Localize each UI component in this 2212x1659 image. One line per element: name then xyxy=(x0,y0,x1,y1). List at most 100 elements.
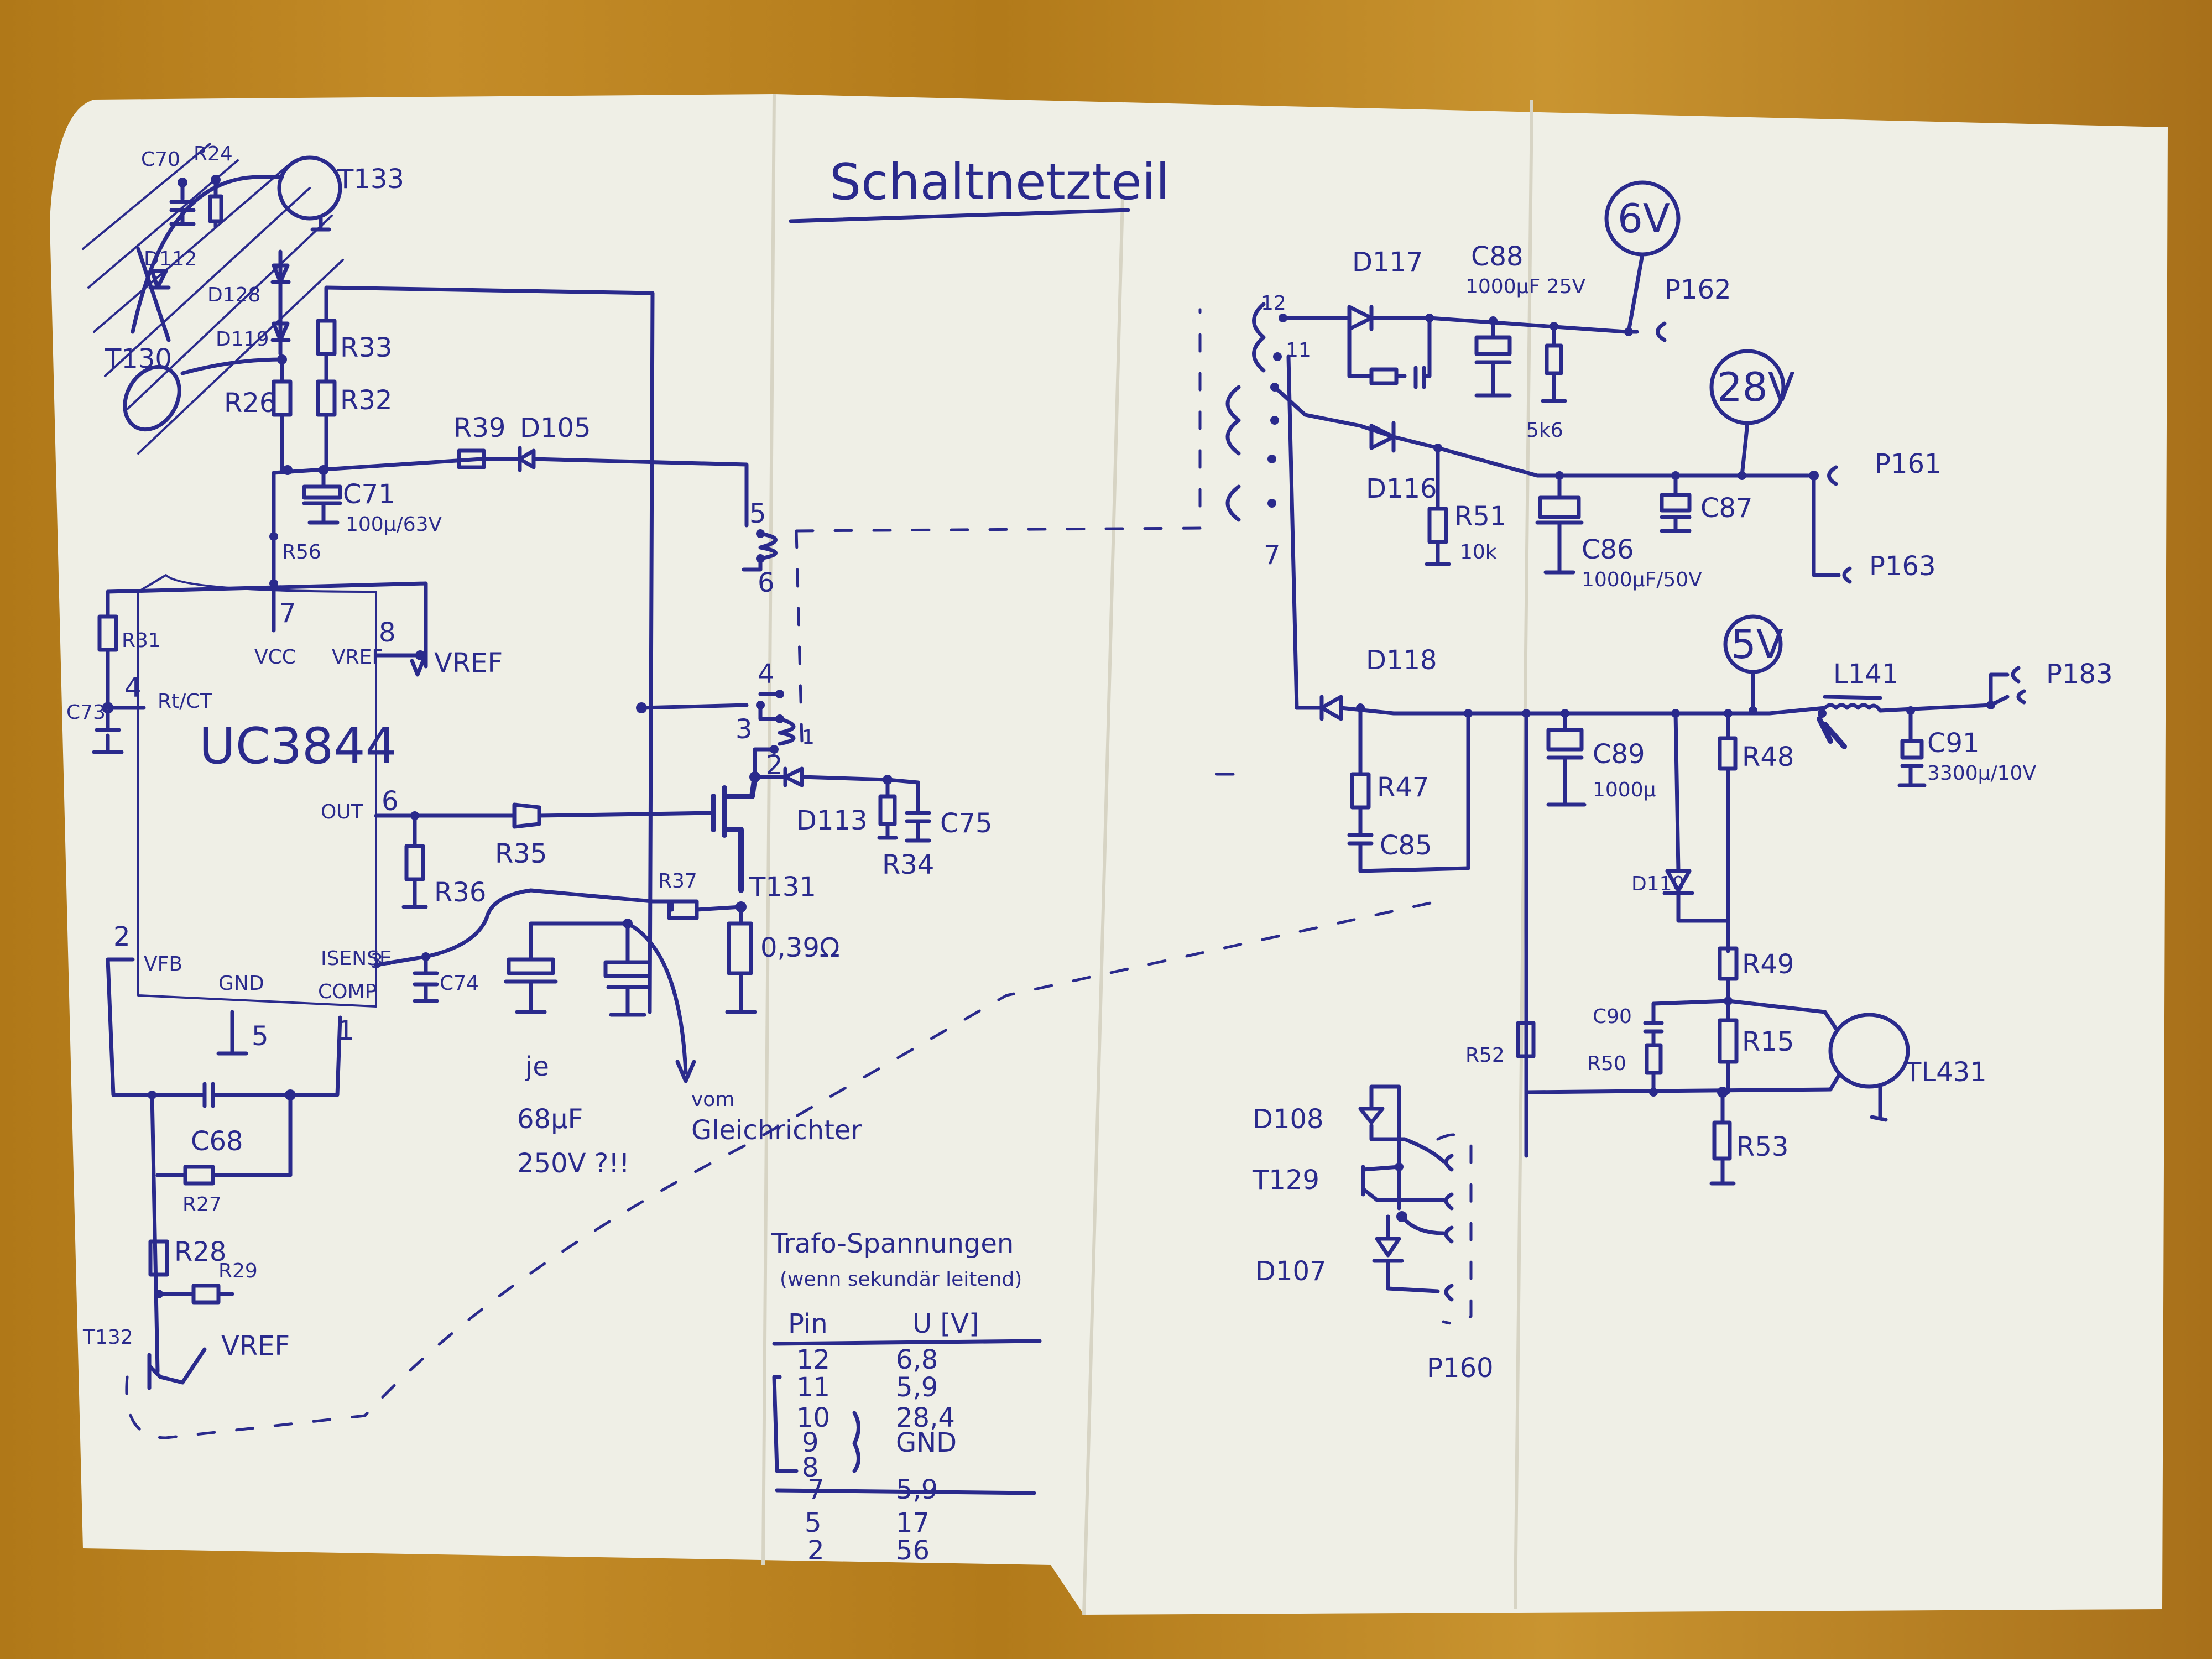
bulk-capacitors: je 68µF 250V ?!! vom Gleichrichter xyxy=(504,919,862,1179)
title-underline xyxy=(789,208,1130,223)
hatching xyxy=(82,143,344,455)
trafo-pin-4: 4 xyxy=(758,659,775,690)
label-C75: C75 xyxy=(940,808,993,839)
pin-number-gnd: 5 xyxy=(252,1021,269,1052)
trafo-table-pin: 8 xyxy=(802,1452,819,1483)
transformer-link-dashed xyxy=(795,308,1202,743)
label-D112: D112 xyxy=(144,248,197,270)
trafo-table-voltage: 17 xyxy=(896,1507,930,1538)
trafo-table-header-pin: Pin xyxy=(788,1308,828,1339)
bias-resistors: R26 R33 R32 R39 D105 xyxy=(224,285,749,1014)
connector-P162: P162 xyxy=(1665,274,1731,305)
pin-label-vref: VREF xyxy=(332,646,383,669)
pin-label-out: OUT xyxy=(321,801,364,823)
label-D128: D128 xyxy=(207,284,260,306)
primary-switch: 5 6 4 3 1 2 D113 C75 R34 T131 R37 0,39Ω xyxy=(636,498,993,1014)
pin-label-vcc: VCC xyxy=(254,646,296,669)
bulk-caps-note-je: je xyxy=(525,1051,549,1082)
pin-label-comp: COMP xyxy=(318,980,377,1003)
label-R47: R47 xyxy=(1377,772,1429,803)
label-shunt-value: 0,39Ω xyxy=(760,932,840,963)
label-R31: R31 xyxy=(122,629,161,652)
rail-28v: D116 R51 10k C86 1000µF/50V C87 28V P161… xyxy=(1272,349,1942,591)
optocoupler-p160: D108 T129 D107 P160 xyxy=(1198,773,1494,1384)
label-D117: D117 xyxy=(1352,247,1423,278)
rectifier-note-gleichrichter: Gleichrichter xyxy=(691,1115,862,1146)
label-R33: R33 xyxy=(340,332,392,363)
trafo-table-voltage: 56 xyxy=(896,1535,930,1566)
trafo-table-row: 2 56 xyxy=(807,1535,930,1566)
label-C85: C85 xyxy=(1380,830,1432,861)
label-R27: R27 xyxy=(182,1193,222,1216)
optocoupler-link-left xyxy=(125,900,1439,1439)
pin-number-isense: 3 xyxy=(371,950,383,973)
label-C88-value: 1000µF 25V xyxy=(1465,275,1585,298)
bulk-caps-note-value: 68µF xyxy=(517,1104,583,1135)
label-C74: C74 xyxy=(440,972,479,995)
paper-fold-right xyxy=(1514,99,1533,1610)
mosfet-T131-symbol xyxy=(711,774,758,893)
label-C86: C86 xyxy=(1582,534,1634,565)
trafo-pin-6: 6 xyxy=(758,567,775,598)
pin-number-vref: 8 xyxy=(379,617,396,648)
label-R35: R35 xyxy=(495,838,547,869)
paper-fold-left xyxy=(761,93,776,1566)
label-D116: D116 xyxy=(1366,473,1437,504)
ic-uc3844: UC3844 7 VCC 8 VREF VREF R31 4 Rt/CT C73… xyxy=(66,574,716,1056)
label-C87: C87 xyxy=(1700,493,1753,524)
label-T129: T129 xyxy=(1252,1165,1319,1196)
trafo-pin-12: 12 xyxy=(1261,292,1286,315)
bulk-caps-note-voltage: 250V ?!! xyxy=(517,1148,630,1179)
label-R51-value: 10k xyxy=(1460,541,1497,564)
label-D107: D107 xyxy=(1255,1256,1327,1287)
trafo-table-voltage: 6,8 xyxy=(896,1344,938,1375)
pin-label-rtct: Rt/CT xyxy=(158,690,212,713)
ic-name: UC3844 xyxy=(199,717,397,775)
trafo-pin-5: 5 xyxy=(749,498,766,529)
rail-voltage-6v: 6V xyxy=(1618,195,1670,242)
connector-P160: P160 xyxy=(1427,1353,1494,1384)
label-C91-value: 3300µ/10V xyxy=(1927,762,2036,785)
label-R26: R26 xyxy=(224,388,276,419)
label-C71-value: 100µ/63V xyxy=(346,513,442,536)
label-D119: D119 xyxy=(216,328,269,351)
rail-voltage-5v: 5V xyxy=(1731,621,1783,667)
feedback-network: C68 R27 R28 R29 T132 VREF xyxy=(82,900,1439,1439)
label-R34: R34 xyxy=(882,849,934,880)
label-C89: C89 xyxy=(1593,739,1645,770)
startup-circuit: T133 C70 R24 D112 D128 D119 T130 xyxy=(82,143,404,455)
vref-net-label: VREF xyxy=(434,648,503,679)
rectifier-note-vom: vom xyxy=(691,1088,734,1111)
trafo-voltage-table: Trafo-Spannungen (wenn sekundär leitend)… xyxy=(771,1228,1042,1566)
label-C68: C68 xyxy=(191,1126,243,1157)
label-T132-vref: VREF xyxy=(221,1331,290,1361)
trafo-table-pin: 2 xyxy=(807,1535,825,1566)
pin-number-rtct: 4 xyxy=(124,672,142,703)
label-L141: L141 xyxy=(1833,659,1898,690)
label-R15: R15 xyxy=(1742,1026,1794,1057)
connector-P163: P163 xyxy=(1869,551,1936,582)
transistor-T133-symbol xyxy=(277,155,342,221)
transistor-T130-symbol xyxy=(123,364,181,432)
label-R28: R28 xyxy=(174,1237,226,1267)
label-C73: C73 xyxy=(66,701,106,724)
label-R49: R49 xyxy=(1742,949,1794,980)
pin-number-vfb: 2 xyxy=(113,921,131,952)
label-R50: R50 xyxy=(1587,1052,1626,1075)
label-R53: R53 xyxy=(1736,1131,1788,1162)
label-D108: D108 xyxy=(1253,1104,1324,1135)
trafo-table-pin: 11 xyxy=(796,1372,830,1403)
trafo-table-title: Trafo-Spannungen xyxy=(771,1228,1014,1259)
pin-label-gnd: GND xyxy=(218,972,264,995)
label-R51: R51 xyxy=(1454,501,1506,532)
connector-P161: P161 xyxy=(1875,448,1942,479)
trafo-pin-1: 1 xyxy=(802,726,815,749)
paper-sheet xyxy=(50,94,2168,1615)
trafo-table-voltage: 5,9 xyxy=(896,1372,938,1403)
